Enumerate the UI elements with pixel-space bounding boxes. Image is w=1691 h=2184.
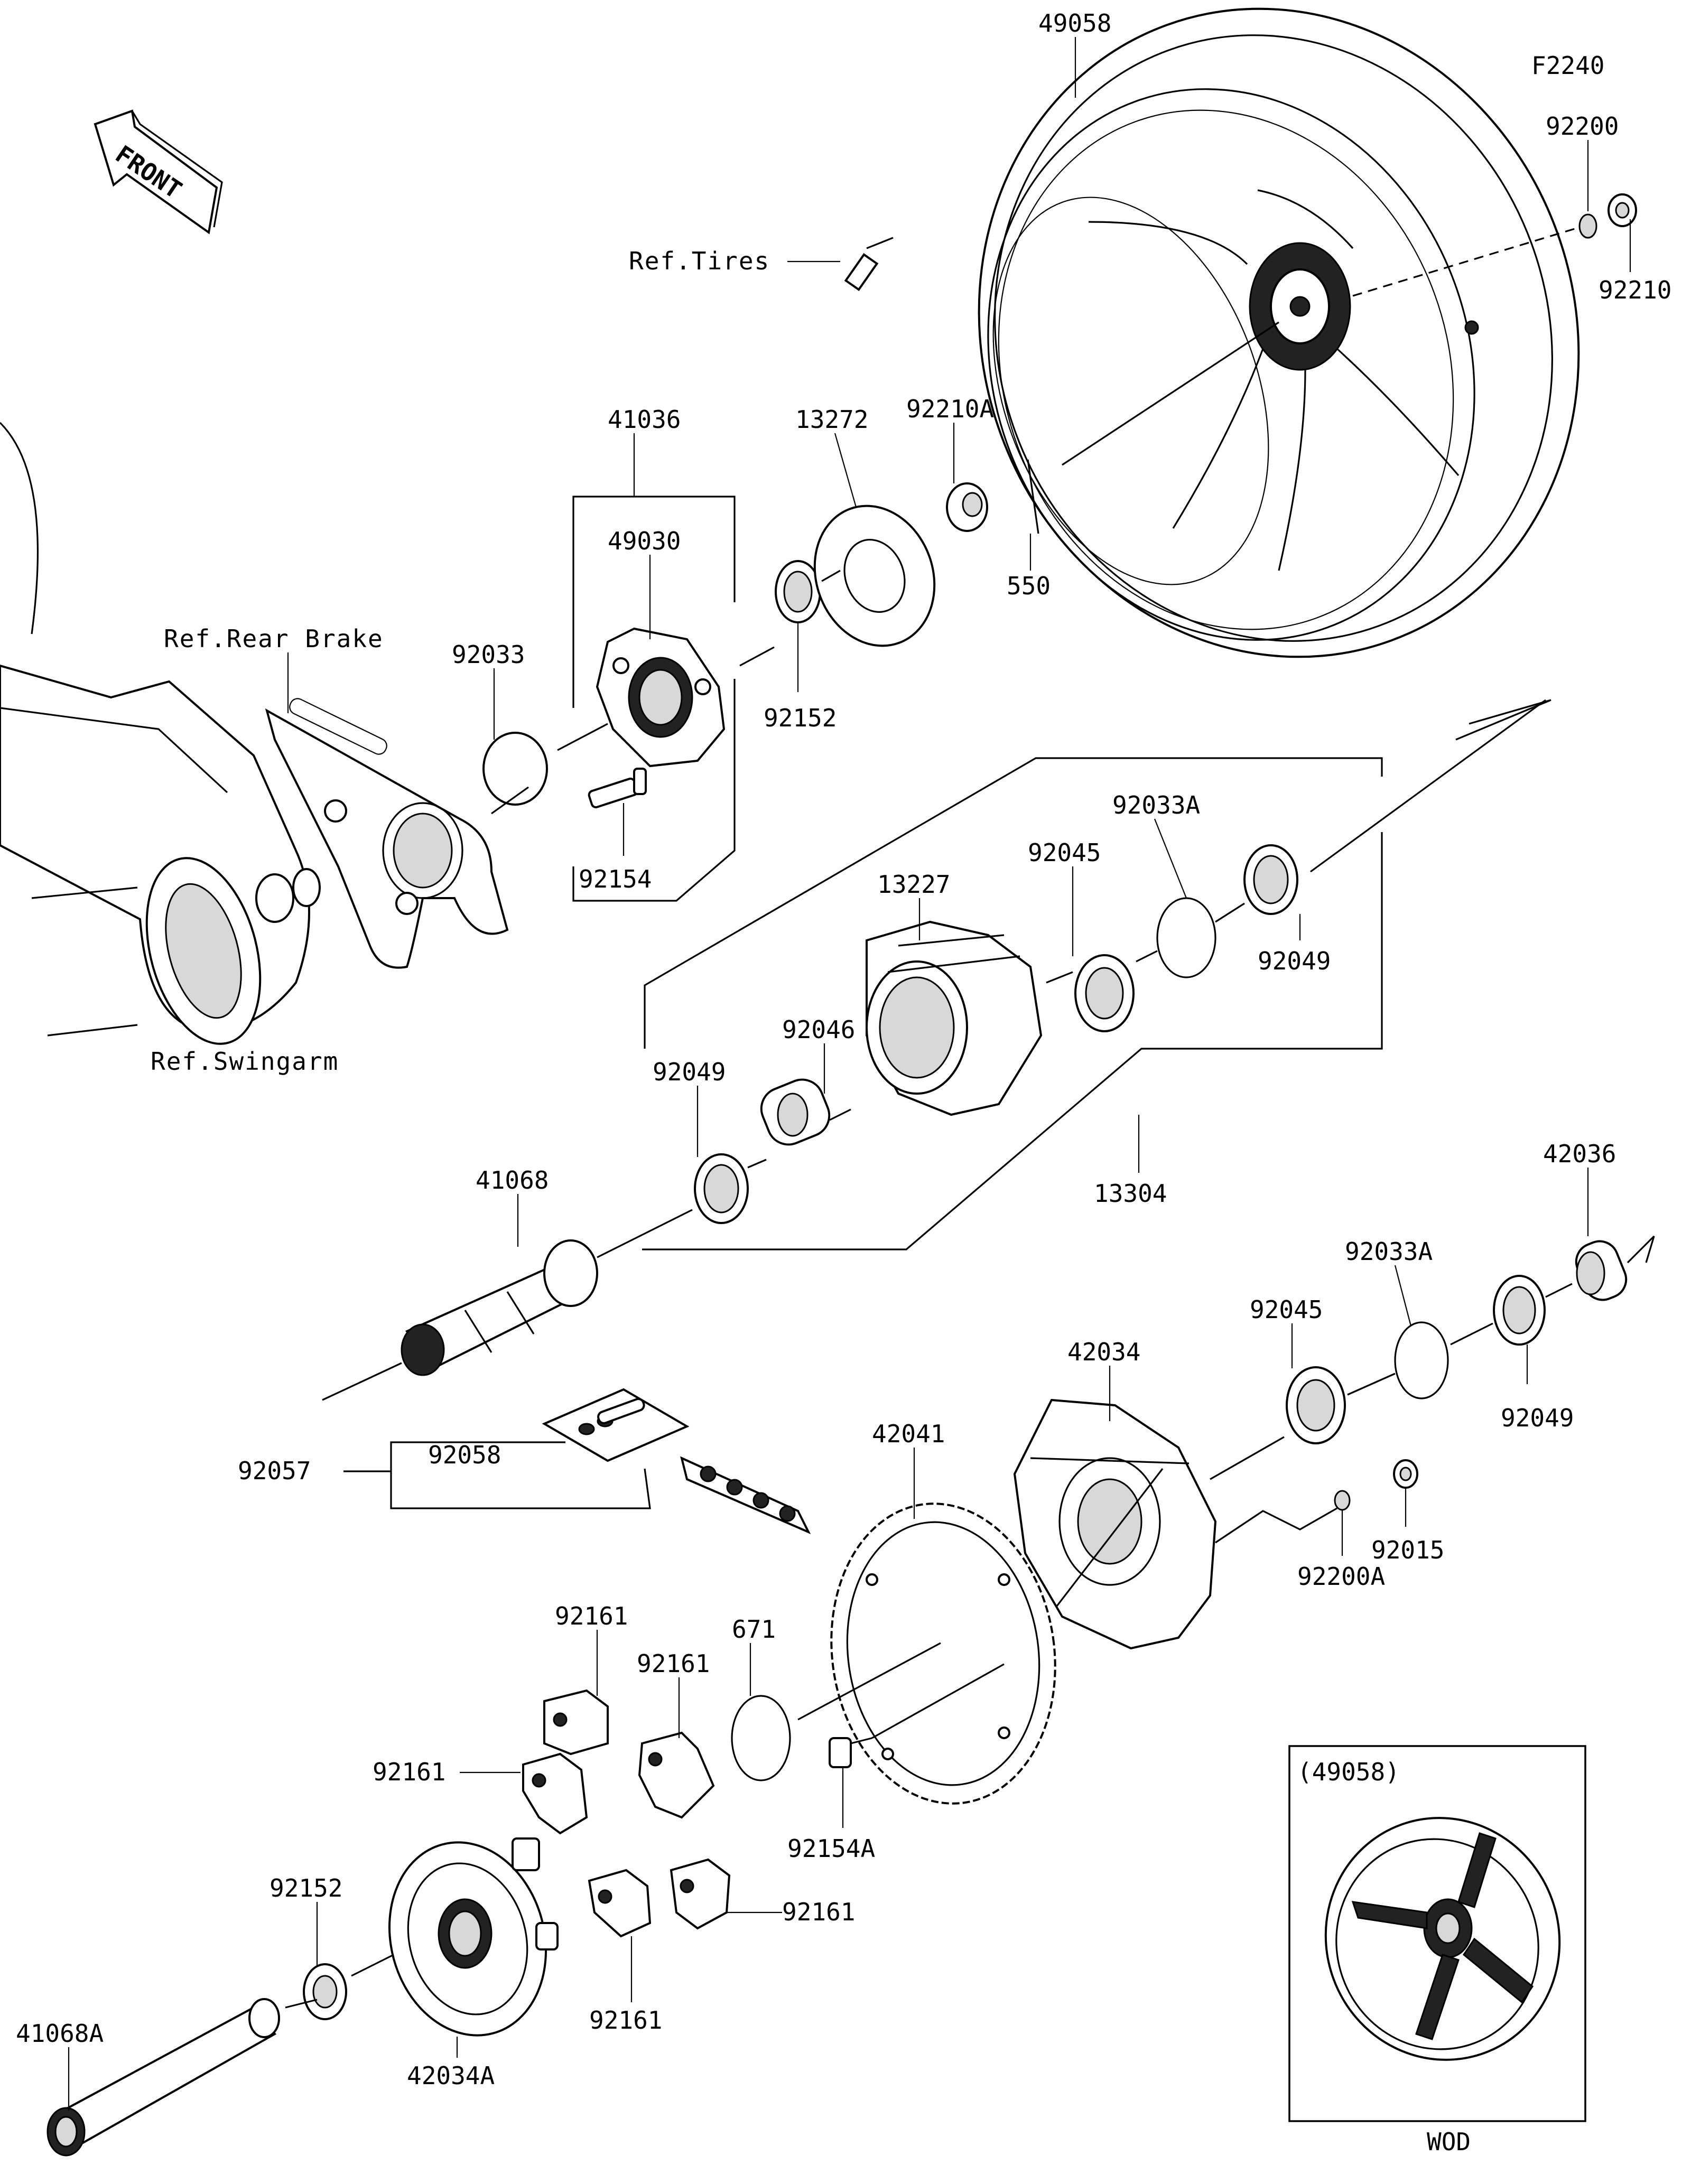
washer-92200 — [1578, 213, 1597, 239]
bearing-92046 — [760, 1078, 831, 1146]
ref-rear-brake: Ref.Rear Brake — [164, 624, 384, 653]
seal-92049-right — [1243, 844, 1298, 915]
label-92045-top: 92045 — [1028, 838, 1101, 867]
label-92049-left: 92049 — [653, 1058, 726, 1086]
label-92161-d: 92161 — [782, 1898, 855, 1926]
label-42034: 42034 — [1067, 1338, 1140, 1366]
chain-joint-92058 — [542, 1388, 690, 1462]
label-92161-a: 92161 — [555, 1602, 628, 1630]
label-92057: 92057 — [238, 1457, 311, 1485]
damper-92161-c — [522, 1752, 588, 1835]
damper-92161-b — [638, 1731, 715, 1819]
seal-92152-bottom — [303, 1963, 347, 2020]
axle-41068A — [47, 1998, 280, 2157]
label-92058: 92058 — [428, 1441, 501, 1469]
label-42034A: 42034A — [407, 2061, 495, 2090]
label-92049-bottom: 92049 — [1501, 1404, 1574, 1432]
chain-92057 — [680, 1456, 811, 1535]
label-92161-b: 92161 — [637, 1649, 710, 1678]
brake-bracket — [265, 698, 509, 969]
label-41068: 41068 — [476, 1166, 549, 1194]
bolt-92154A — [829, 1737, 872, 1768]
snap-ring-92033 — [482, 732, 548, 806]
cotter-pin-550 — [1027, 459, 1039, 534]
label-92152-bottom: 92152 — [270, 1874, 342, 1902]
plate-13272 — [813, 505, 936, 647]
axle-shaft-41068 — [401, 1239, 598, 1376]
flange-42034A — [388, 1837, 559, 2037]
swingarm — [0, 422, 321, 1045]
label-92049-right: 92049 — [1258, 947, 1331, 975]
label-92154: 92154 — [579, 865, 652, 893]
ref-swingarm: Ref.Swingarm — [151, 1047, 339, 1076]
seal-92049-bottom — [1493, 1275, 1546, 1346]
washer-92200A — [1334, 1490, 1351, 1511]
label-92033: 92033 — [452, 640, 525, 669]
tire-valve-icon — [844, 237, 894, 291]
inset-caption: WOD — [1427, 2127, 1471, 2156]
label-92210A: 92210A — [906, 395, 994, 423]
label-92046: 92046 — [782, 1015, 855, 1044]
inset-title: (49058) — [1297, 1758, 1400, 1786]
label-92045-bottom: 92045 — [1250, 1295, 1323, 1324]
label-13272: 13272 — [795, 405, 868, 434]
label-92015: 92015 — [1371, 1536, 1444, 1564]
label-92033A-bottom: 92033A — [1345, 1237, 1433, 1266]
circlip-92033A-bottom — [1394, 1321, 1449, 1399]
ref-tires: Ref.Tires — [629, 247, 770, 275]
o-ring-671 — [731, 1695, 791, 1781]
label-92033A-top: 92033A — [1112, 791, 1200, 819]
label-13227: 13227 — [877, 870, 950, 899]
nut-92210A — [946, 482, 988, 532]
sprocket-hub-42034 — [1013, 1398, 1217, 1650]
collar-42036 — [1575, 1240, 1628, 1301]
bearing-92045-top — [1074, 954, 1135, 1032]
rear-wheel-rim — [978, 7, 1581, 658]
part-labels: 49058 92200 92210 Ref.Tires 41036 13272 … — [16, 9, 1671, 2090]
damper-92161-e — [670, 1858, 731, 1930]
nut-92210 — [1608, 193, 1637, 227]
label-41036: 41036 — [608, 405, 681, 434]
label-671: 671 — [732, 1615, 776, 1644]
front-arrow-icon: FRONT — [94, 109, 223, 235]
label-92200A: 92200A — [1297, 1562, 1385, 1591]
circlip-92033A-top — [1156, 897, 1216, 978]
label-42036: 42036 — [1543, 1140, 1616, 1168]
leader-lines — [68, 37, 1631, 2111]
hub-13227 — [866, 920, 1043, 1116]
seal-92152 — [775, 560, 821, 623]
bearing-92045-bottom — [1286, 1366, 1346, 1444]
inset-wheel-image — [1324, 1817, 1561, 2061]
label-41068A: 41068A — [16, 2019, 104, 2048]
label-42041: 42041 — [872, 1420, 945, 1448]
damper-92161-d — [588, 1869, 652, 1938]
nut-92015 — [1393, 1459, 1418, 1489]
label-92161-c: 92161 — [373, 1758, 445, 1786]
label-92200: 92200 — [1546, 112, 1619, 141]
label-13304: 13304 — [1094, 1179, 1167, 1208]
label-92161-e: 92161 — [589, 2006, 662, 2034]
label-49030: 49030 — [608, 527, 681, 555]
seal-92049-left — [694, 1153, 749, 1224]
damper-92161-a — [543, 1689, 609, 1756]
coupling-49030 — [596, 627, 726, 768]
label-92152-top: 92152 — [764, 704, 837, 732]
bolt-92154 — [588, 768, 647, 808]
label-550: 550 — [1007, 572, 1051, 600]
label-92154A: 92154A — [787, 1834, 875, 1863]
inset-box: (49058) WOD — [1288, 1745, 1586, 2156]
figure-code: F2240 — [1531, 51, 1604, 80]
label-92210: 92210 — [1599, 276, 1671, 304]
label-49058: 49058 — [1038, 9, 1111, 38]
